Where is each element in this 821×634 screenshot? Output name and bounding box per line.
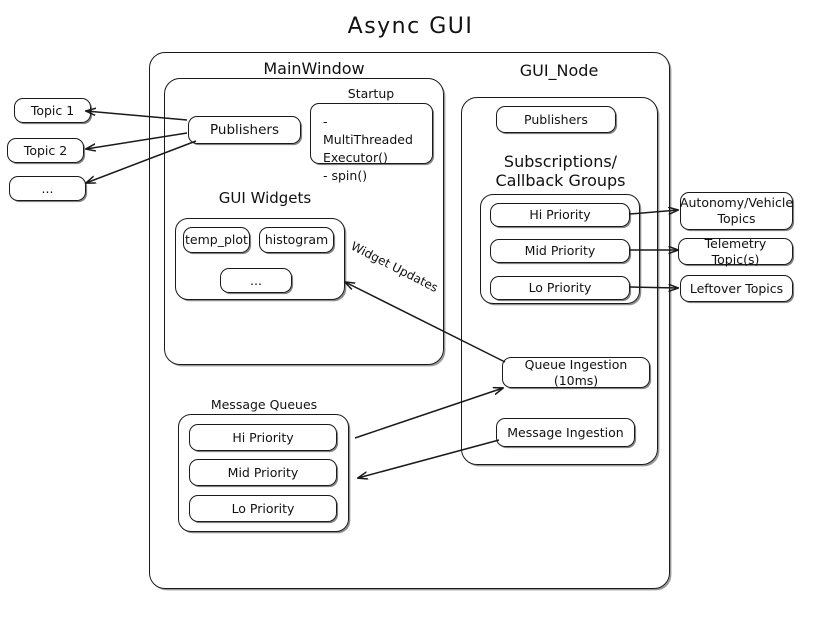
message-queue-lo-priority[interactable]: Lo Priority [189,495,337,522]
subscriptions-group [480,194,640,304]
external-leftover-topics[interactable]: Leftover Topics [680,275,793,302]
gui-widgets-group [175,218,345,300]
startup-box: - MultiThreaded Executor() - spin() [310,103,433,183]
main-window-publishers-box[interactable]: Publishers [188,116,301,144]
message-ingestion-box[interactable]: Message Ingestion [496,418,635,447]
message-queues-group [178,414,349,532]
widget-histogram[interactable]: histogram [259,227,334,253]
external-topic-2[interactable]: Topic 2 [7,138,84,163]
diagram-title: Async GUI [347,14,474,39]
subscription-mid-priority[interactable]: Mid Priority [490,239,630,263]
gui-node-panel [461,97,658,465]
external-topic-1[interactable]: Topic 1 [14,98,91,123]
startup-title: Startup [347,86,395,101]
gui-widgets-title: GUI Widgets [218,189,312,207]
subscription-lo-priority[interactable]: Lo Priority [490,276,630,300]
external-autonomy-vehicle-topics[interactable]: Autonomy/Vehicle Topics [680,192,793,230]
message-queue-mid-priority[interactable]: Mid Priority [189,459,337,486]
queue-ingestion-box[interactable]: Queue Ingestion (10ms) [502,357,650,388]
subscriptions-title: Subscriptions/ Callback Groups [495,152,626,191]
subscription-hi-priority[interactable]: Hi Priority [490,203,630,227]
async-gui-container [149,52,670,589]
main-window-title: MainWindow [263,59,365,78]
widget-placeholder[interactable]: ... [220,268,292,293]
message-queues-title: Message Queues [210,397,318,412]
external-telemetry-topics[interactable]: Telemetry Topic(s) [678,236,793,267]
gui-node-title: GUI_Node [519,61,599,80]
main-window-panel [164,78,444,365]
gui-node-publishers-box[interactable]: Publishers [496,106,616,133]
external-topic-other[interactable]: ... [9,176,86,201]
widget-temp-plot[interactable]: temp_plot [183,227,250,253]
message-queue-hi-priority[interactable]: Hi Priority [189,424,337,451]
